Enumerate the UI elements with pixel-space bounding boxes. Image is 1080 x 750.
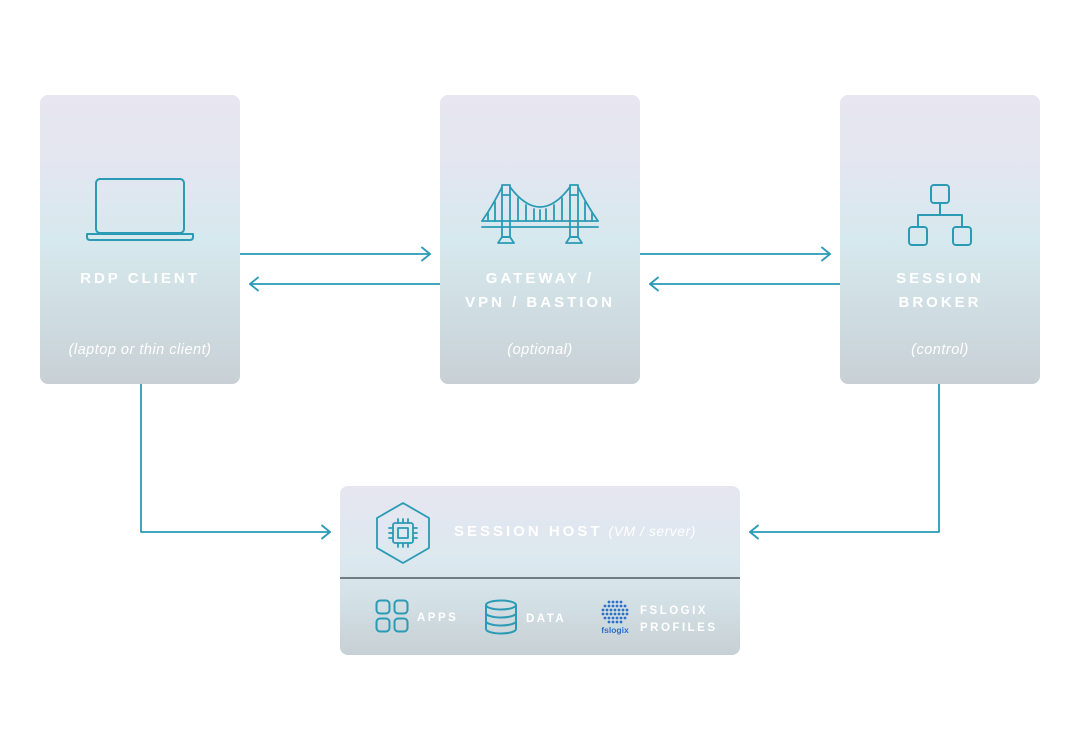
hierarchy-icon	[840, 183, 1040, 247]
bridge-icon	[440, 181, 640, 247]
feature-fslogix-profiles: fslogix FSLOGIX PROFILES	[598, 599, 718, 640]
node-title-line: BROKER	[898, 294, 982, 311]
node-session-broker: SESSION BROKER (control)	[840, 95, 1040, 384]
feature-apps: APPS	[375, 599, 458, 638]
node-title: SESSION BROKER	[840, 267, 1040, 315]
arrow-gateway-to-client	[249, 276, 441, 292]
feature-label: APPS	[417, 610, 458, 627]
arrow-client-to-gateway	[239, 246, 431, 262]
arrow-gateway-to-broker	[639, 246, 831, 262]
node-title-line: GATEWAY /	[485, 270, 595, 287]
node-title: RDP CLIENT	[40, 267, 240, 291]
node-subtitle: (laptop or thin client)	[68, 342, 212, 358]
node-subtitle: (optional)	[507, 342, 573, 358]
apps-grid-icon	[375, 599, 409, 638]
arrow-broker-to-host	[749, 383, 940, 540]
divider	[340, 577, 740, 579]
feature-label-line: PROFILES	[640, 621, 718, 634]
arrow-broker-to-gateway	[649, 276, 841, 292]
node-subtitle: (VM / server)	[608, 523, 696, 539]
node-title-line: SESSION	[896, 270, 984, 287]
node-session-host: SESSION HOST (VM / server) APPS DATA	[340, 486, 740, 655]
node-subtitle: (control)	[911, 342, 969, 358]
node-title-line: RDP CLIENT	[80, 270, 200, 287]
feature-data: DATA	[484, 599, 566, 640]
host-title-text: SESSION HOST	[454, 523, 603, 540]
feature-label-line: APPS	[417, 612, 459, 624]
fslogix-logo-icon: fslogix	[598, 599, 632, 640]
node-title-line: VPN / BASTION	[465, 294, 615, 311]
node-title: SESSION HOST (VM / server)	[454, 523, 696, 540]
node-title: GATEWAY / VPN / BASTION	[440, 267, 640, 315]
node-rdp-client: RDP CLIENT (laptop or thin client)	[40, 95, 240, 384]
cpu-chip-hexagon-icon	[374, 501, 432, 570]
feature-label-line: DATA	[526, 613, 567, 625]
arrow-client-to-host	[140, 383, 331, 540]
database-icon	[484, 599, 518, 640]
feature-label-line: FSLOGIX	[640, 604, 708, 617]
feature-label: FSLOGIX PROFILES	[640, 603, 718, 637]
fslogix-logo-text: fslogix	[601, 625, 629, 635]
node-gateway: GATEWAY / VPN / BASTION (optional)	[440, 95, 640, 384]
feature-label: DATA	[526, 611, 566, 628]
laptop-icon	[40, 177, 240, 241]
